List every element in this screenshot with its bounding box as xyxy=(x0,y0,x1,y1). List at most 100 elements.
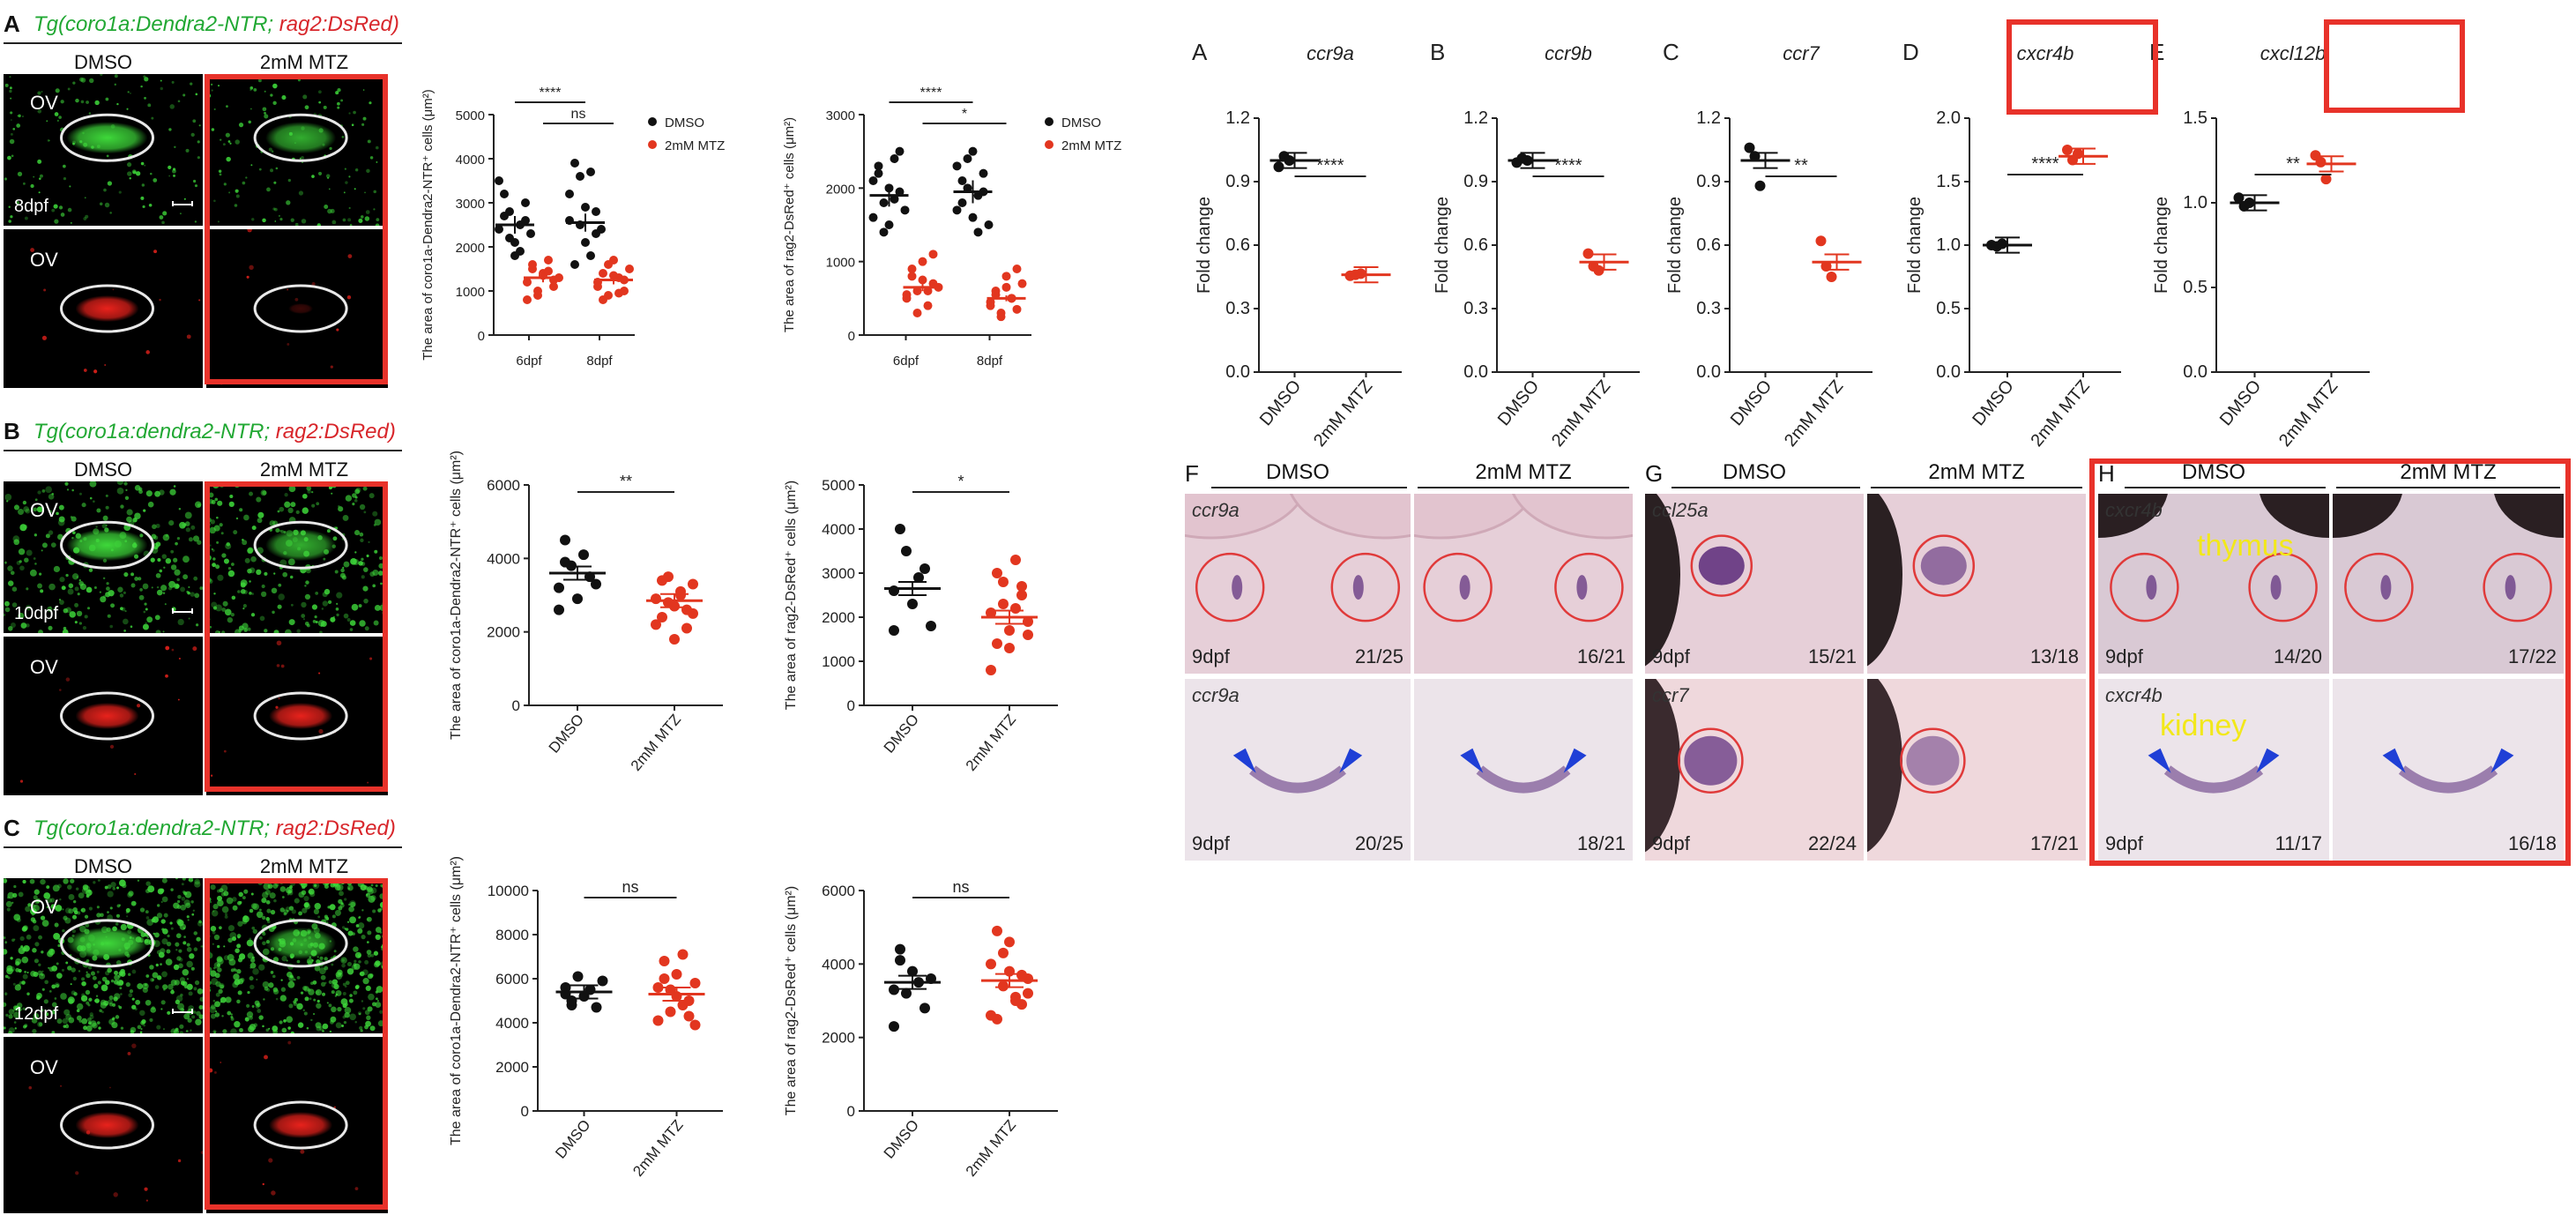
chart-C1-xtick: 2mM MTZ xyxy=(629,1116,686,1180)
chart-B2-point xyxy=(901,546,912,556)
row-a-rule xyxy=(4,42,402,44)
chart-C2-point xyxy=(1004,936,1015,948)
chart-B2-point xyxy=(926,621,936,631)
ish-h-rule-mtz xyxy=(2336,487,2560,488)
chart-qB-sig: **** xyxy=(1554,156,1582,175)
ish-f-count-4: 18/21 xyxy=(1577,832,1626,854)
chart-qD-ytick: 1.5 xyxy=(1936,172,1961,191)
chart-B2-point xyxy=(889,585,899,596)
row-b-title-red: rag2:DsRed) xyxy=(270,420,396,444)
chart-C2-xtick: DMSO xyxy=(881,1116,922,1161)
chart-B2-ytick: 5000 xyxy=(822,477,855,494)
chart-A1-ytick: 5000 xyxy=(456,108,485,123)
chart-qA-ytick: 1.2 xyxy=(1225,108,1250,128)
chart-C1-ytick: 4000 xyxy=(495,1015,529,1032)
chart-A1-point xyxy=(500,190,509,198)
chart-C1-point xyxy=(566,995,577,1006)
chart-B2-point xyxy=(1010,555,1021,565)
chart-A2-point xyxy=(957,198,967,207)
chart-A2-ytick: 3000 xyxy=(826,108,855,123)
chart-A2-point xyxy=(952,205,962,215)
chart-qA-axes xyxy=(1254,117,1402,373)
chart-B2-point xyxy=(986,665,996,675)
row-a-title-red: rag2:DsRed) xyxy=(273,12,399,36)
ish-g-count-2: 13/18 xyxy=(2030,645,2079,667)
row-a-cond-mtz: 2mM MTZ xyxy=(259,51,349,73)
chart-qE-ytick: 1.0 xyxy=(2183,193,2207,212)
confocal-a-age-label: 8dpf xyxy=(14,197,48,216)
chart-B1-xtick: 2mM MTZ xyxy=(628,711,684,774)
chart-qE-axes xyxy=(2211,117,2370,373)
confocal-b-dmso-red: OV xyxy=(4,637,203,795)
chart-A2-point xyxy=(1001,282,1011,292)
ish-h-image-r1-c2: 17/22 xyxy=(2333,494,2564,674)
chart-A2-point xyxy=(874,161,883,171)
chart-A1-point xyxy=(586,251,595,260)
chart-A1-point xyxy=(495,176,503,185)
chart-qE-point xyxy=(2233,192,2245,204)
chart-B1-ytick: 0 xyxy=(512,697,520,714)
chart-qA-xtick: DMSO xyxy=(1256,376,1305,429)
chart-B2-point xyxy=(992,638,1002,649)
panel-label-a: A xyxy=(4,11,20,37)
chart-qD-ylabel: Fold change xyxy=(1905,197,1925,294)
confocal-b-mtz-red xyxy=(206,637,388,795)
chart-B1-point xyxy=(554,604,564,615)
chart-B2-ytick: 0 xyxy=(847,697,855,714)
chart-B1-point xyxy=(560,534,570,546)
chart-qE-ytick: 0.0 xyxy=(2183,362,2207,382)
chart-A2-point xyxy=(902,290,912,300)
ish-f-gene-r2: ccr9a xyxy=(1192,684,1240,706)
confocal-b-ov-bottom-label: OV xyxy=(30,656,58,678)
chart-A2-legend-entry: DMSO xyxy=(1061,116,1101,130)
chart-B1-point xyxy=(675,590,686,600)
confocal-c-mtz-red xyxy=(206,1037,388,1213)
ish-g-rule-mtz xyxy=(1871,487,2082,488)
confocal-c-dmso-red: OV xyxy=(4,1037,203,1213)
chart-qD-ytick: 1.0 xyxy=(1936,235,1961,255)
ish-g-image-r2-c2: 17/21 xyxy=(1867,679,2086,861)
confocal-c-ov-top-label: OV xyxy=(30,896,58,918)
chart-C2-point xyxy=(1010,995,1021,1006)
ish-f-age-r2: 9dpf xyxy=(1192,832,1231,854)
chart-A1-sig-top: **** xyxy=(540,86,562,101)
row-b-title: Tg(coro1a:dendra2-NTR; rag2:DsRed) xyxy=(34,420,396,444)
chart-qA-ytick: 0.3 xyxy=(1225,299,1250,318)
chart-B2-point xyxy=(1004,625,1015,636)
chart-qA-ylabel: Fold change xyxy=(1195,197,1214,294)
chart-qD-ytick: 0.0 xyxy=(1936,362,1961,382)
chart-A2-point xyxy=(984,220,994,229)
chart-qE-ytick: 1.5 xyxy=(2183,108,2207,128)
chart-A1-ytick: 0 xyxy=(478,329,485,344)
chart-A1-point xyxy=(570,260,579,269)
chart-qA-sig: **** xyxy=(1316,156,1344,175)
ish-h-rule-dmso xyxy=(2125,487,2326,488)
chart-qE-point xyxy=(2320,174,2332,185)
chart-qE-ylabel: Fold change xyxy=(2152,197,2171,294)
highlight-box-cxcl12b-title xyxy=(2324,19,2465,113)
chart-B2-ytick: 2000 xyxy=(822,609,855,626)
chart-C2-point xyxy=(901,988,912,999)
highlight-box-ish-h xyxy=(2089,458,2571,866)
chart-A1-point xyxy=(544,256,553,265)
chart-A2-point xyxy=(923,287,933,295)
chart-A2-point xyxy=(918,257,927,266)
ish-g-age-r2: 9dpf xyxy=(1652,832,1691,854)
chart-A1-point xyxy=(570,159,579,168)
chart-qA-ytick: 0.9 xyxy=(1225,172,1250,191)
chart-B1-point xyxy=(669,634,680,645)
row-b-cond-mtz: 2mM MTZ xyxy=(259,458,349,481)
row-b-rule xyxy=(4,450,402,451)
chart-qB-ylabel: Fold change xyxy=(1433,197,1452,294)
chart-A1-point xyxy=(505,234,514,242)
chart-C2-point xyxy=(1016,969,1027,980)
chart-B1-point xyxy=(591,578,601,590)
chart-C2-point xyxy=(907,965,918,977)
